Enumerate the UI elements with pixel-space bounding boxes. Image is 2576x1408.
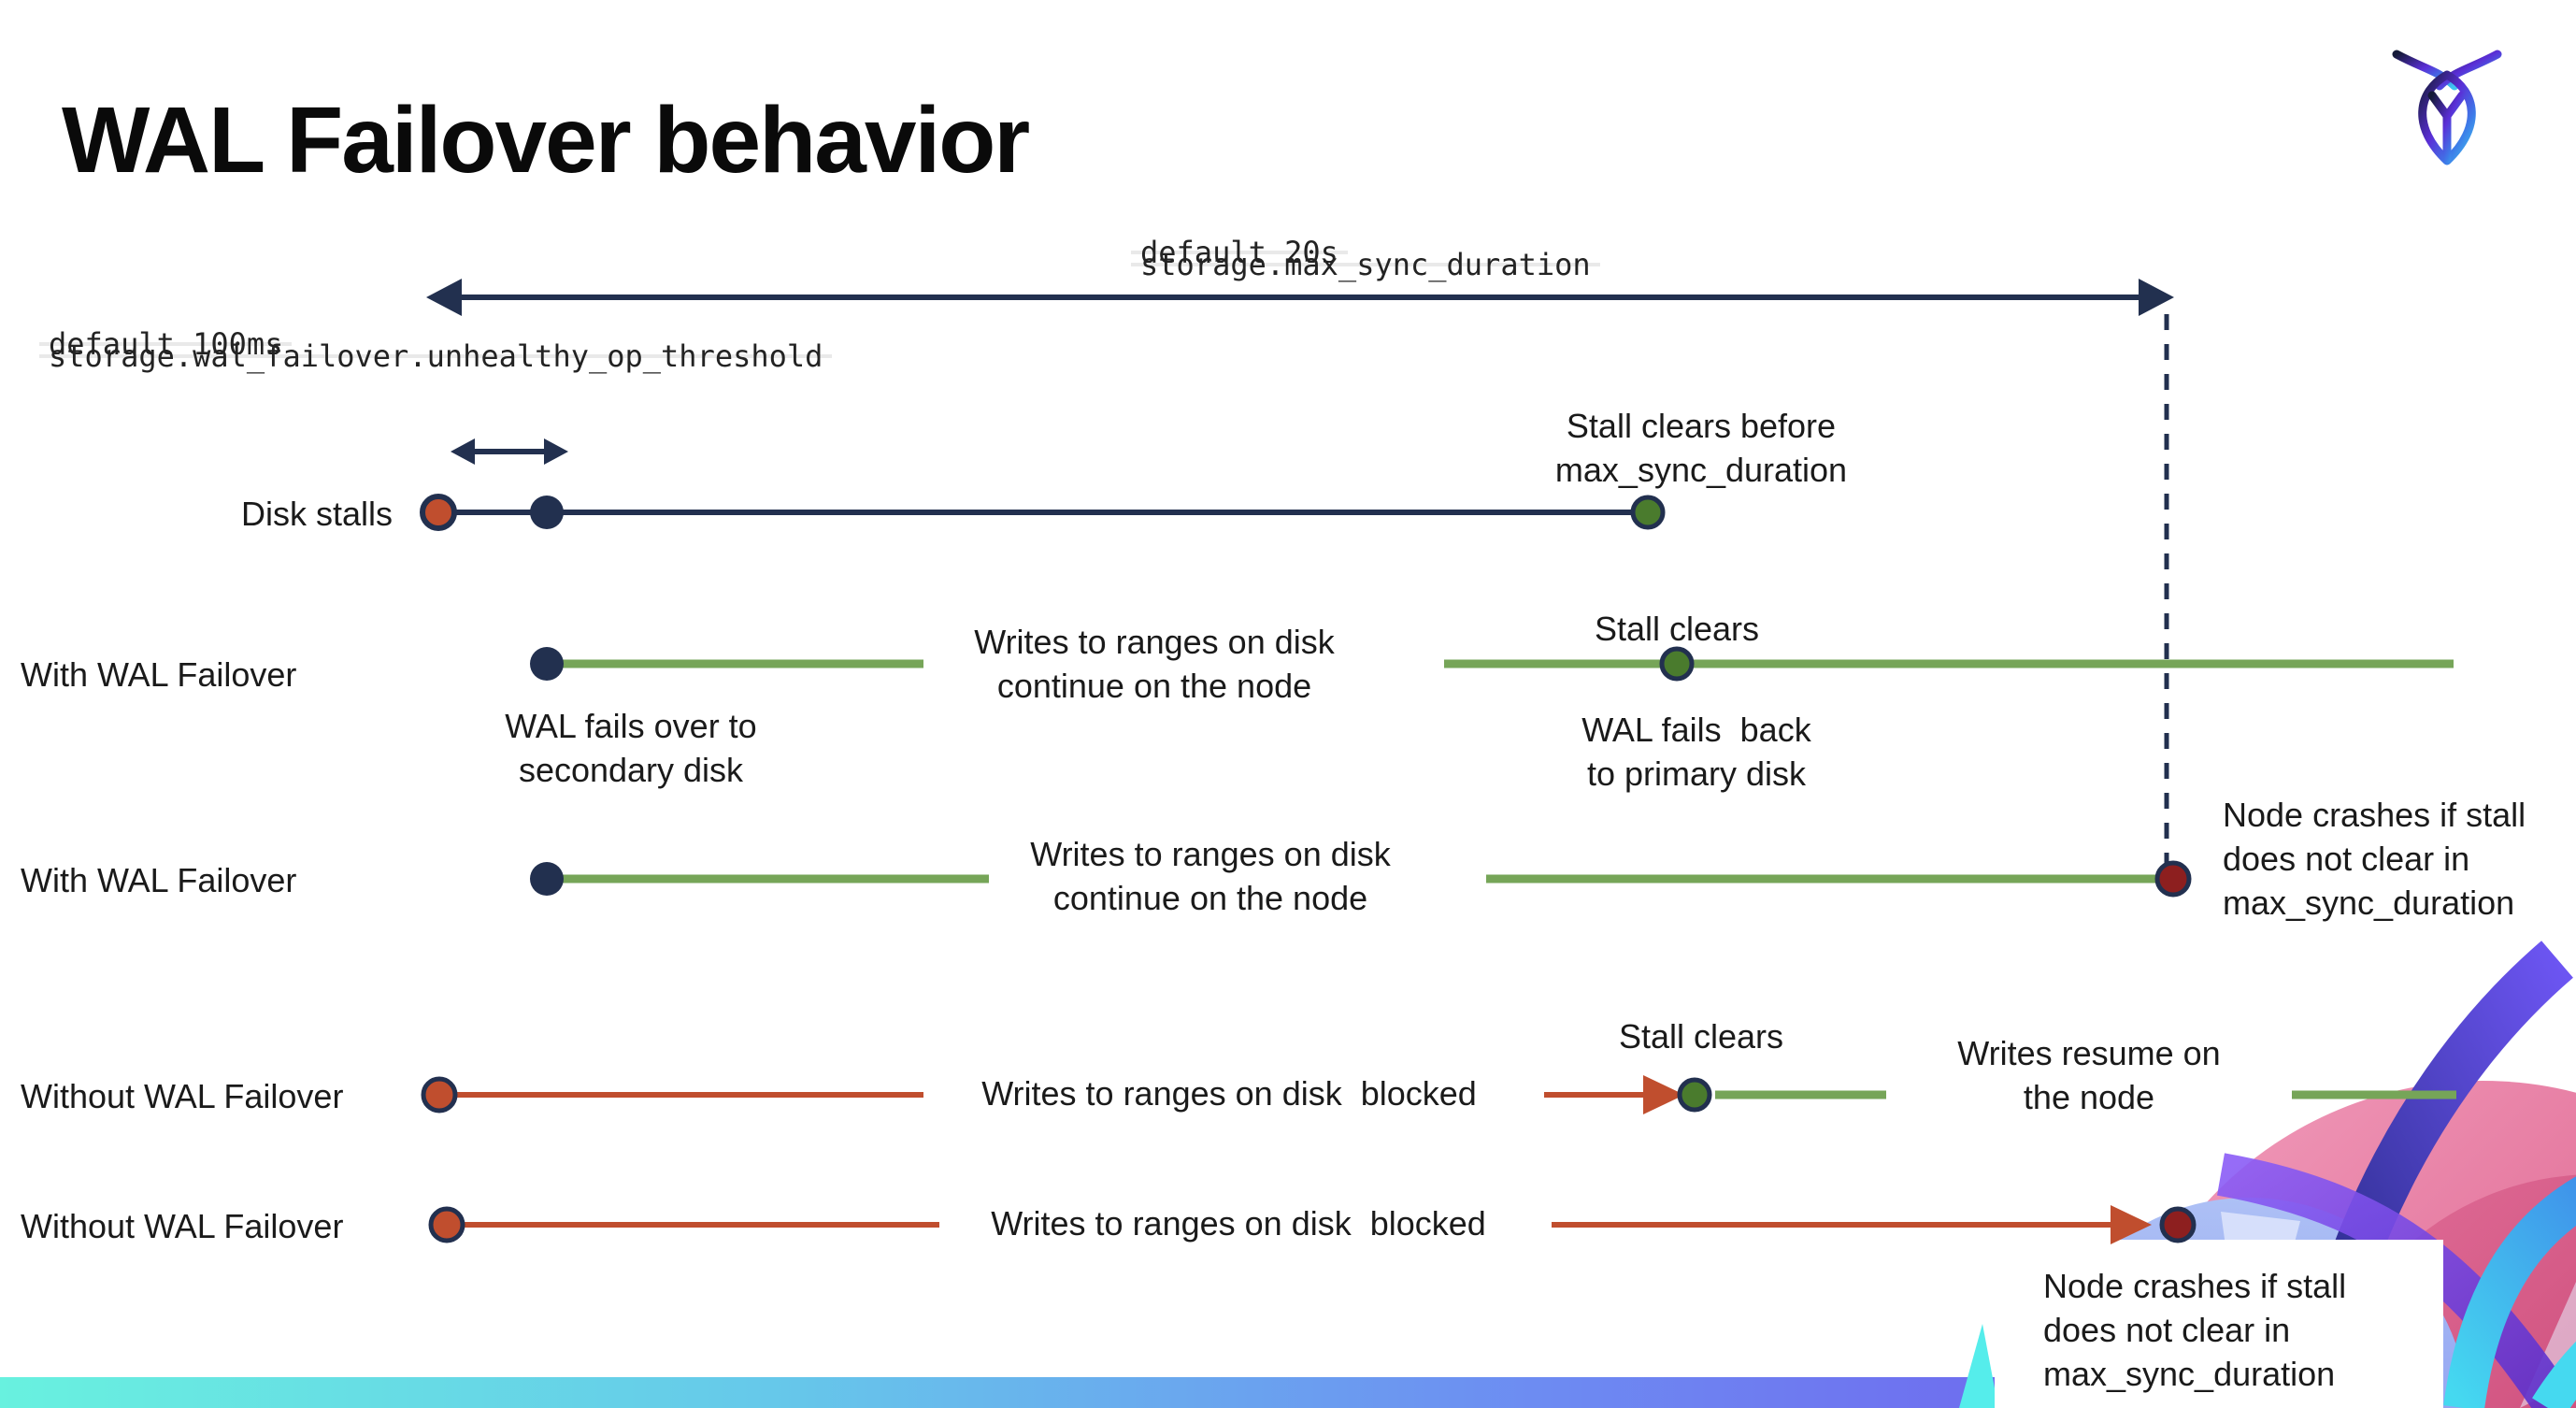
note-wal-fails-back: WAL fails back to primary disk: [1581, 711, 1811, 793]
arrow-head-right-icon: [1643, 1075, 1684, 1114]
row-label-disk-stalls: Disk stalls: [240, 495, 393, 533]
artwork-cyan-arc: [2443, 1176, 2576, 1408]
failover-dot: [530, 647, 564, 681]
arrow-head-right-icon: [544, 438, 568, 465]
note-writes-continue-2: Writes to ranges on disk continue on the…: [1030, 835, 1391, 917]
note-writes-continue-1: Writes to ranges on disk continue on the…: [974, 623, 1335, 705]
note-wal-fails-over: WAL fails over to secondary disk: [505, 707, 757, 789]
node-crash-dot: [2154, 860, 2192, 898]
note-node-crashes-upper: Node crashes if stall does not clear in …: [2223, 796, 2526, 922]
arrow-head-left-icon: [451, 438, 475, 465]
callout-setting-name: storage.wal_failover.unhealthy_op_thresh…: [39, 341, 833, 371]
unhealthy-op-threshold-callout: default 100ms storage.wal_failover.unhea…: [39, 329, 833, 371]
page-title: WAL Failover behavior: [62, 88, 1030, 193]
stall-clears-dot: [1630, 495, 1666, 530]
node-crash-dot: [2159, 1206, 2197, 1243]
threshold-dot: [530, 496, 564, 529]
note-writes-blocked-2: Writes to ranges on disk blocked: [991, 1204, 1486, 1243]
arrow-head-left-icon: [426, 279, 462, 316]
max-sync-duration-callout: default 20s storage.max_sync_duration: [1131, 237, 1600, 280]
stall-clears-dot: [1677, 1077, 1712, 1113]
stall-start-dot: [420, 494, 457, 531]
stall-start-dot: [421, 1076, 458, 1113]
stall-clears-dot: [1659, 646, 1695, 682]
note-writes-resume: Writes resume on the node: [1957, 1034, 2221, 1116]
failover-dot: [530, 862, 564, 896]
row-label-without-wal-failover-1: Without WAL Failover: [21, 1077, 344, 1115]
note-writes-blocked-1: Writes to ranges on disk blocked: [981, 1074, 1477, 1113]
note-stall-clears-1: Stall clears: [1594, 610, 1760, 648]
crash-note-box: [1995, 1240, 2443, 1408]
stall-start-dot: [428, 1206, 465, 1243]
note-stall-clears-2: Stall clears: [1618, 1017, 1784, 1056]
note-stall-clears-before: Stall clears before max_sync_duration: [1554, 407, 1848, 489]
row-label-with-wal-failover-1: With WAL Failover: [21, 655, 297, 694]
row-label-without-wal-failover-2: Without WAL Failover: [21, 1207, 344, 1245]
arrow-head-right-icon: [2111, 1205, 2152, 1244]
callout-setting-name: storage.max_sync_duration: [1131, 250, 1600, 280]
cockroachdb-logo-icon: [2392, 50, 2502, 165]
row-label-with-wal-failover-2: With WAL Failover: [21, 861, 297, 899]
arrow-head-right-icon: [2139, 279, 2174, 316]
note-node-crashes-lower: Node crashes if stall does not clear in …: [2043, 1267, 2347, 1393]
